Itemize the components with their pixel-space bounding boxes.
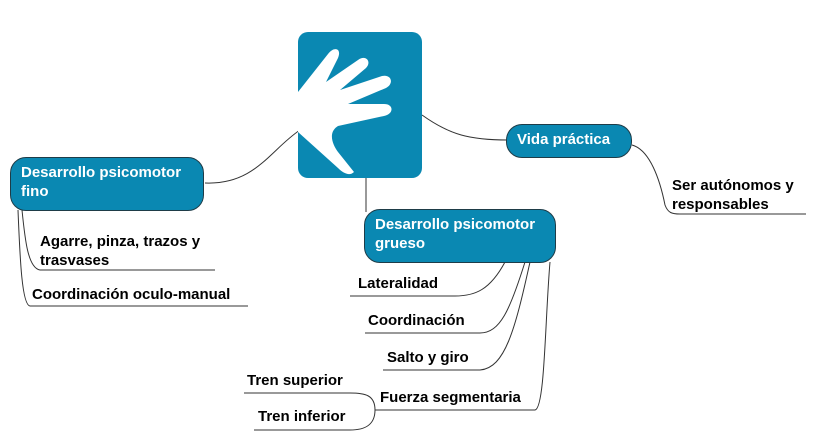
leaf-lateralidad[interactable]: Lateralidad — [358, 274, 438, 293]
connector-fuerza — [375, 261, 551, 411]
leaf-label-line2: trasvases — [40, 252, 110, 269]
leaf-label-line2: responsables — [672, 196, 769, 213]
connector-lateralidad — [350, 261, 506, 297]
connector-coordinacion — [365, 261, 526, 334]
leaf-agarre[interactable]: Agarre, pinza, trazos y trasvases — [40, 232, 200, 270]
leaf-ser-autonomos[interactable]: Ser autónomos y responsables — [672, 176, 794, 214]
connector-salto — [383, 261, 531, 371]
connector-coordinacion-oculo — [17, 209, 248, 307]
leaf-label: Fuerza segmentaria — [380, 389, 521, 406]
leaf-salto-giro[interactable]: Salto y giro — [387, 348, 469, 367]
node-label-line2: grueso — [375, 235, 426, 252]
connector-center-fino — [204, 129, 301, 184]
connector-tren-inferior — [254, 409, 376, 431]
node-label-line1: Desarrollo psicomotor — [375, 216, 536, 233]
node-label-line2: fino — [21, 183, 49, 200]
node-desarrollo-fino[interactable]: Desarrollo psicomotor fino — [10, 157, 204, 211]
central-hand-logo — [298, 32, 422, 178]
node-label-line1: Vida práctica — [517, 131, 611, 148]
connector-agarre — [21, 209, 215, 271]
leaf-label-line1: Agarre, pinza, trazos y — [40, 233, 201, 250]
node-label-line1: Desarrollo psicomotor — [21, 164, 182, 181]
node-desarrollo-grueso[interactable]: Desarrollo psicomotor grueso — [364, 209, 556, 263]
connector-tren-superior — [244, 392, 376, 411]
leaf-label-line1: Coordinación oculo-manual — [32, 286, 231, 303]
connector-center-vida — [421, 114, 509, 141]
leaf-coordinacion[interactable]: Coordinación — [368, 311, 465, 330]
leaf-label-line1: Ser autónomos y — [672, 177, 794, 194]
leaf-coordinacion-oculo-manual[interactable]: Coordinación oculo-manual — [32, 285, 230, 304]
leaf-label: Tren superior — [247, 372, 343, 389]
hand-icon — [298, 49, 392, 175]
leaf-tren-inferior[interactable]: Tren inferior — [258, 407, 346, 426]
connector-ser-autonomos — [631, 144, 806, 215]
leaf-label: Salto y giro — [387, 349, 469, 366]
node-vida-practica[interactable]: Vida práctica — [506, 124, 632, 158]
leaf-tren-superior[interactable]: Tren superior — [247, 371, 343, 390]
leaf-label: Coordinación — [368, 312, 465, 329]
leaf-label: Lateralidad — [358, 275, 439, 292]
leaf-label: Tren inferior — [258, 408, 346, 425]
leaf-fuerza-segmentaria[interactable]: Fuerza segmentaria — [380, 388, 521, 407]
